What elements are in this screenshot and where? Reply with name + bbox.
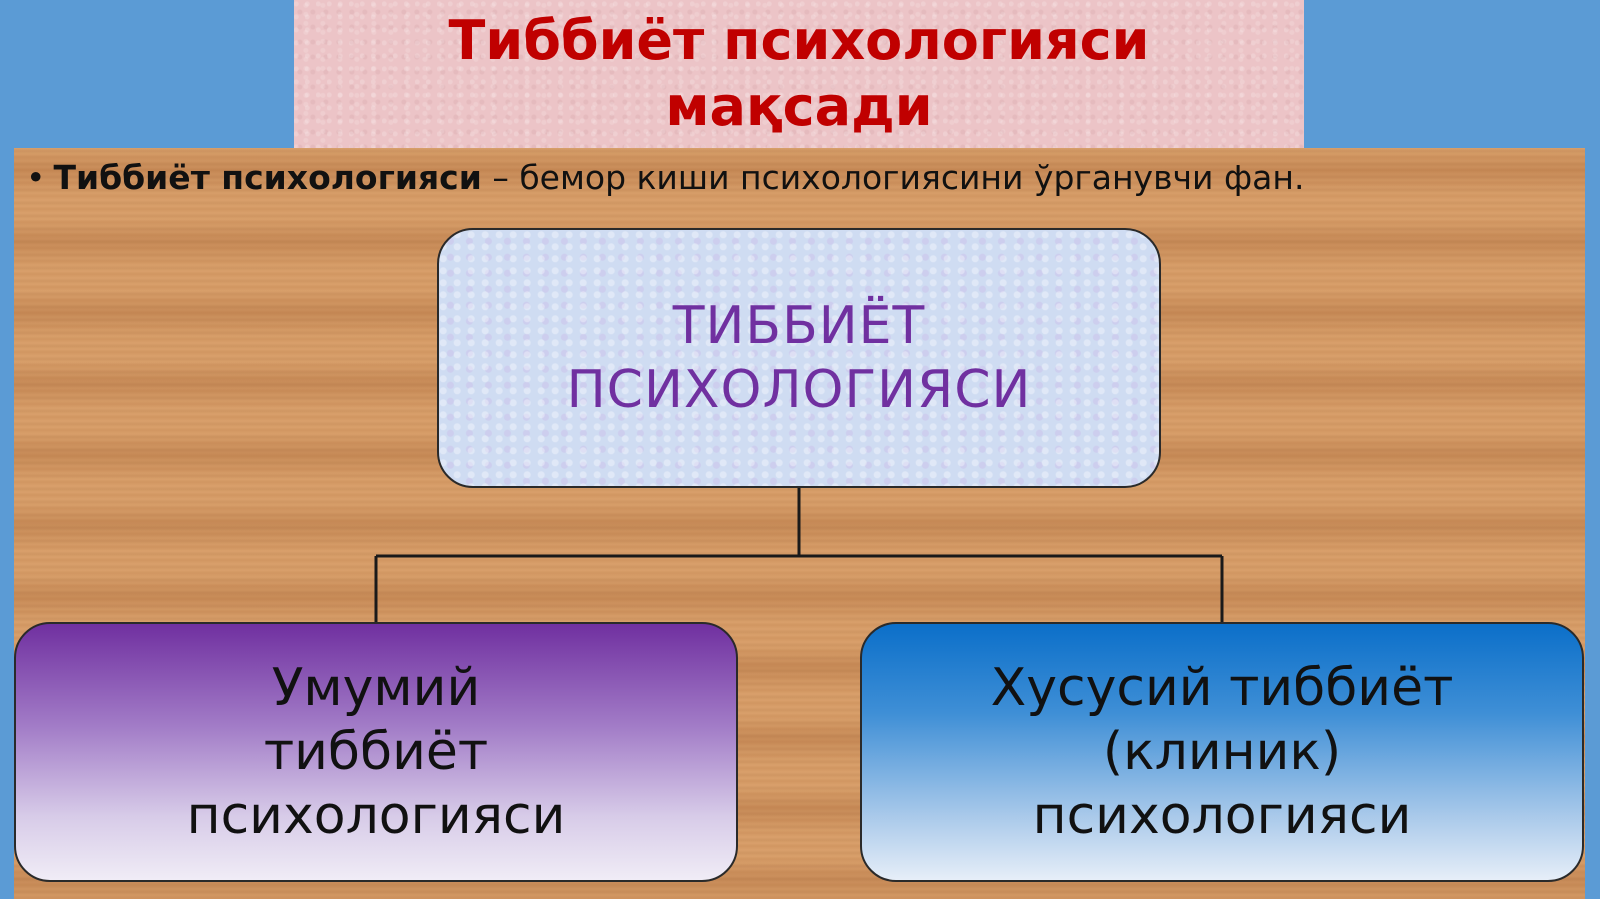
diagram-root-node: ТИББИЁТ ПСИХОЛОГИЯСИ: [437, 228, 1161, 488]
definition-term: Тиббиёт психологияси: [53, 158, 482, 197]
bullet-icon: •: [26, 158, 46, 197]
slide-title: Тиббиёт психологияси мақсади: [448, 9, 1150, 138]
diagram-root-label: ТИББИЁТ ПСИХОЛОГИЯСИ: [566, 296, 1032, 420]
diagram-child-general-label: Умумий тиббиёт психологияси: [186, 658, 566, 846]
definition-dash: –: [492, 158, 509, 197]
title-box: Тиббиёт психологияси мақсади: [294, 0, 1304, 148]
diagram-child-general: Умумий тиббиёт психологияси: [14, 622, 738, 882]
definition-text: бемор киши психологиясини ўрганувчи фан.: [519, 158, 1305, 197]
definition-line: •Тиббиёт психологияси – бемор киши психо…: [26, 156, 1304, 200]
diagram-child-clinical-label: Хусусий тиббиёт (клиник) психологияси: [990, 658, 1454, 846]
diagram-child-clinical: Хусусий тиббиёт (клиник) психологияси: [860, 622, 1584, 882]
